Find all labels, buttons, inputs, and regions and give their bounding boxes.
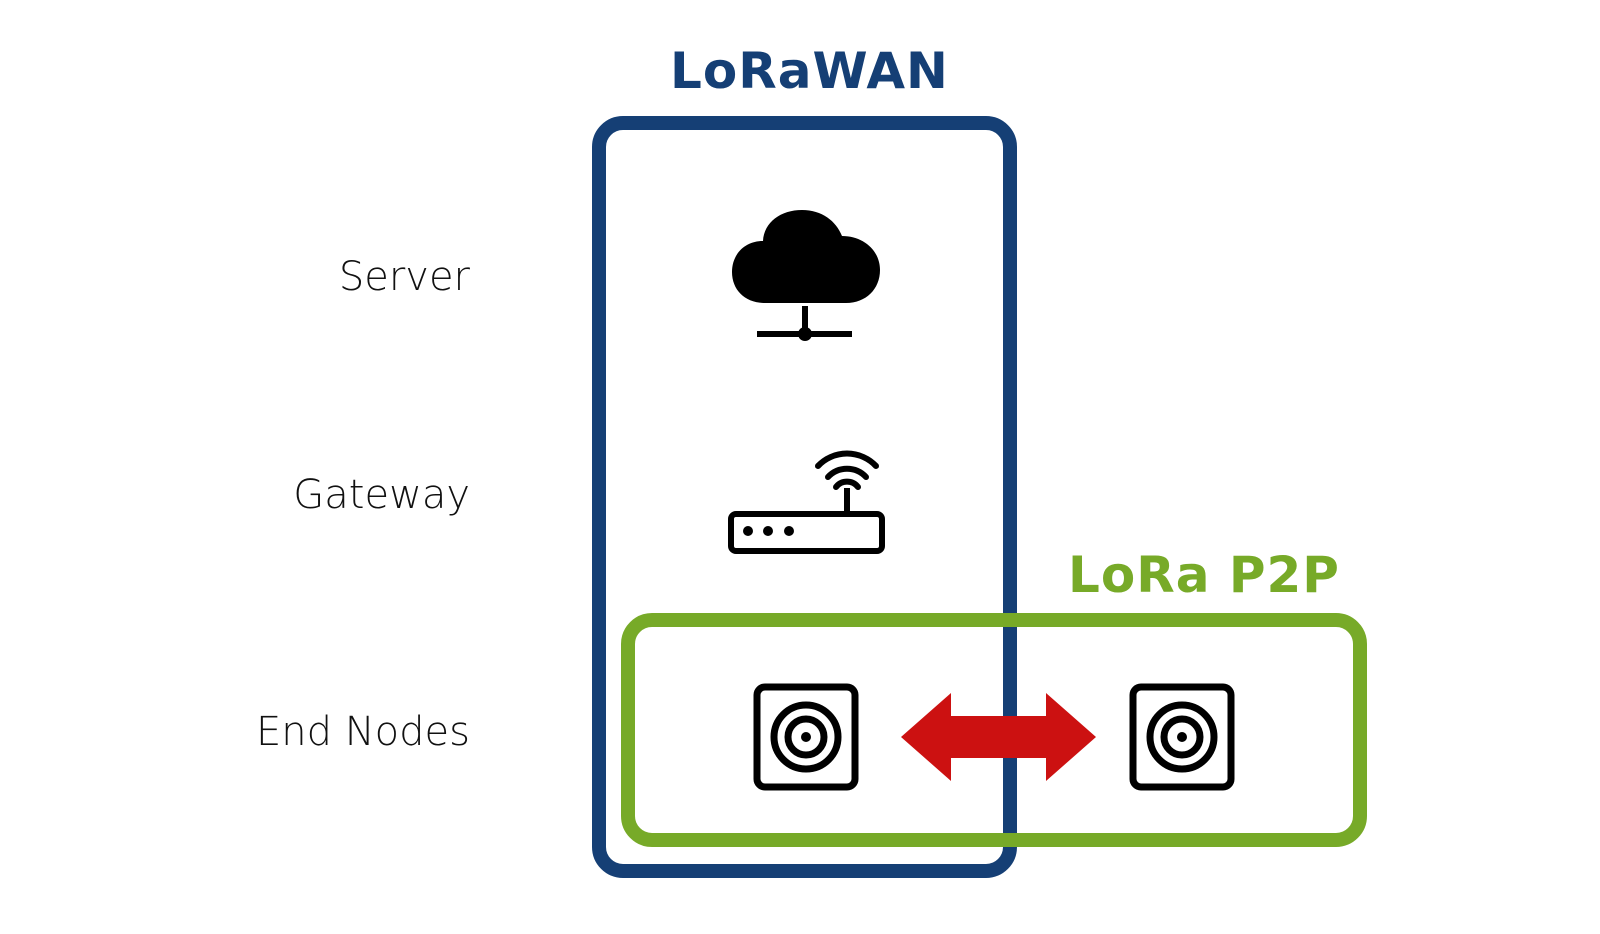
end-node-icon: [1129, 683, 1235, 791]
bidirectional-arrow-icon: [901, 693, 1096, 781]
lorawan-group-box: [592, 116, 1017, 878]
lorawan-title: LoRaWAN: [670, 42, 949, 100]
row-label-server: Server: [338, 254, 470, 300]
end-node-icon: [753, 683, 859, 791]
wifi-router-icon: [728, 450, 885, 554]
row-label-gateway: Gateway: [293, 472, 470, 518]
row-label-end-nodes: End Nodes: [256, 709, 470, 755]
lora-p2p-group-box: [621, 613, 1367, 847]
lora-p2p-title: LoRa P2P: [1068, 546, 1340, 604]
cloud-server-icon: [732, 210, 880, 341]
